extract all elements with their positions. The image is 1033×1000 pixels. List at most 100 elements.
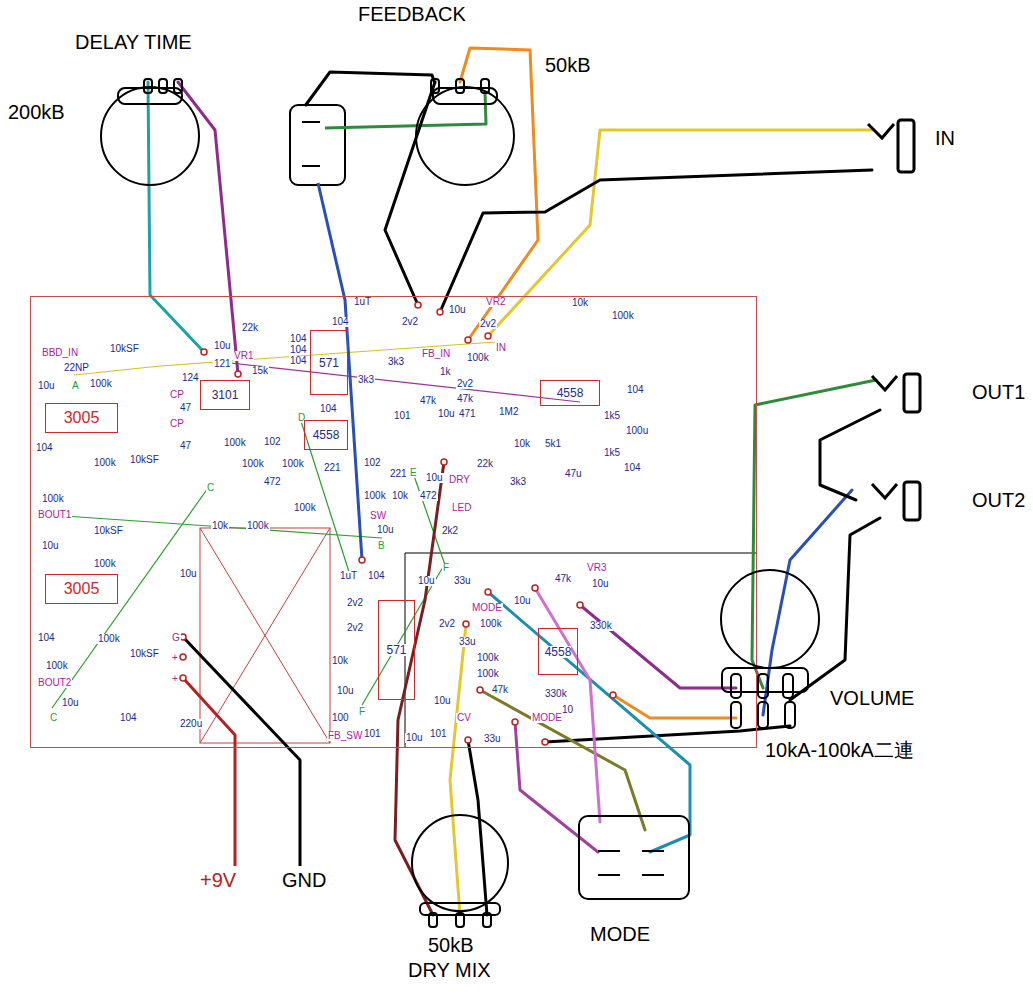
- component-value: 104: [119, 713, 138, 723]
- component-value: 100k: [45, 661, 69, 671]
- ic-package: 4558: [538, 628, 578, 675]
- loose-wires: [183, 72, 486, 866]
- ic-package: 3101: [200, 380, 250, 410]
- pot-lug: [758, 674, 768, 698]
- jack-tip: [872, 484, 897, 498]
- pad: [465, 737, 471, 743]
- component-value: 330k: [589, 621, 613, 631]
- component-value: 104: [35, 443, 54, 453]
- component-value: E: [409, 468, 418, 478]
- ic-part-number: 571: [319, 357, 339, 369]
- component-value: 33u: [458, 637, 477, 647]
- component-value: 104: [319, 404, 338, 414]
- potentiometer: DELAY TIME200kB: [98, 78, 202, 188]
- component-value: 101: [363, 729, 382, 739]
- pot-lug: [758, 702, 768, 728]
- component-value: F: [358, 707, 366, 717]
- potentiometer-outline: [408, 813, 512, 928]
- pot-body: [412, 815, 508, 911]
- pad: [465, 337, 471, 343]
- component-value: A: [71, 381, 80, 391]
- wire: [325, 92, 486, 128]
- component-value: SW: [369, 511, 387, 521]
- component-value: 2v2: [346, 623, 364, 633]
- ic-part-number: 3005: [64, 410, 100, 426]
- mode-switch: MODE: [578, 815, 690, 900]
- wire: [148, 82, 204, 352]
- component-value: 1uT: [353, 297, 372, 307]
- wire: [440, 170, 872, 312]
- jumper-line: [222, 362, 580, 402]
- component-value: MODE: [471, 603, 503, 613]
- wire: [183, 678, 235, 866]
- audio-jack: OUT1: [850, 372, 960, 415]
- component-value: 10u: [179, 569, 198, 579]
- component-value: 10k: [391, 491, 409, 501]
- component-value: 100k: [223, 438, 247, 448]
- component-value: FB_SW: [327, 731, 363, 741]
- ic-package: 4558: [540, 380, 600, 406]
- pot-lug: [144, 79, 152, 93]
- pad: [201, 349, 207, 355]
- part-label: 10kA-100kA二連: [765, 740, 914, 760]
- pot-body: [721, 570, 819, 668]
- component-value: 104: [626, 385, 645, 395]
- pot-lug: [456, 79, 464, 93]
- part-symbol: [868, 120, 914, 172]
- component-value: 5k1: [544, 439, 562, 449]
- component-value: 101: [393, 411, 412, 421]
- component-value: 104: [289, 334, 308, 344]
- jumper-line: [362, 567, 443, 705]
- component-value: 104: [367, 571, 386, 581]
- component-value: 10u: [61, 698, 80, 708]
- wire: [488, 130, 872, 336]
- dual-potentiometer-outline: [718, 568, 822, 733]
- potentiometer-outline: [413, 78, 517, 188]
- part-label: OUT2: [972, 490, 1025, 510]
- pot-lug: [174, 79, 182, 93]
- pad: [235, 371, 241, 377]
- pad: [485, 589, 491, 595]
- switch-lug: [598, 851, 664, 875]
- component-value: 10kSF: [129, 455, 160, 465]
- wire: [305, 72, 435, 106]
- component-value: 10u: [433, 696, 452, 706]
- part-label: FEEDBACK: [358, 4, 466, 24]
- component-value: +: [171, 674, 179, 684]
- part-label: 50kB: [428, 935, 474, 955]
- part-symbol: [412, 815, 508, 927]
- component-value: 10kSF: [93, 526, 124, 536]
- component-value: 10u: [417, 576, 436, 586]
- component-value: 10u: [448, 305, 467, 315]
- component-value: 2k2: [441, 526, 459, 536]
- component-value: 10u: [336, 686, 355, 696]
- component-value: LED: [451, 503, 472, 513]
- pot-lug: [159, 79, 167, 93]
- component-value: 472: [419, 491, 438, 501]
- part-symbol: [416, 79, 514, 185]
- wire: [820, 410, 880, 500]
- component-value: 10u: [591, 579, 610, 589]
- board-division-line: [405, 553, 757, 748]
- jack-sleeve: [904, 374, 920, 412]
- part-label: 200kB: [8, 102, 65, 122]
- pad: [180, 675, 186, 681]
- ic-part-number: 3101: [212, 389, 239, 401]
- component-value: 10u: [213, 341, 232, 351]
- component-value: 100k: [293, 503, 317, 513]
- regulator-area: [200, 528, 330, 743]
- component-value: C: [206, 483, 215, 493]
- component-value: DRY: [448, 475, 471, 485]
- pad: [463, 621, 469, 627]
- component-value: 100k: [97, 634, 121, 644]
- jumper-line: [52, 488, 208, 708]
- part-symbol: [872, 482, 920, 520]
- pad: [180, 654, 186, 660]
- pad: [610, 692, 616, 698]
- mode-switch-outline: [580, 817, 692, 902]
- potentiometer: 50kBDRY MIX: [408, 813, 512, 928]
- component-value: 100k: [93, 559, 117, 569]
- pads: [180, 557, 365, 681]
- component-value: 104: [289, 345, 308, 355]
